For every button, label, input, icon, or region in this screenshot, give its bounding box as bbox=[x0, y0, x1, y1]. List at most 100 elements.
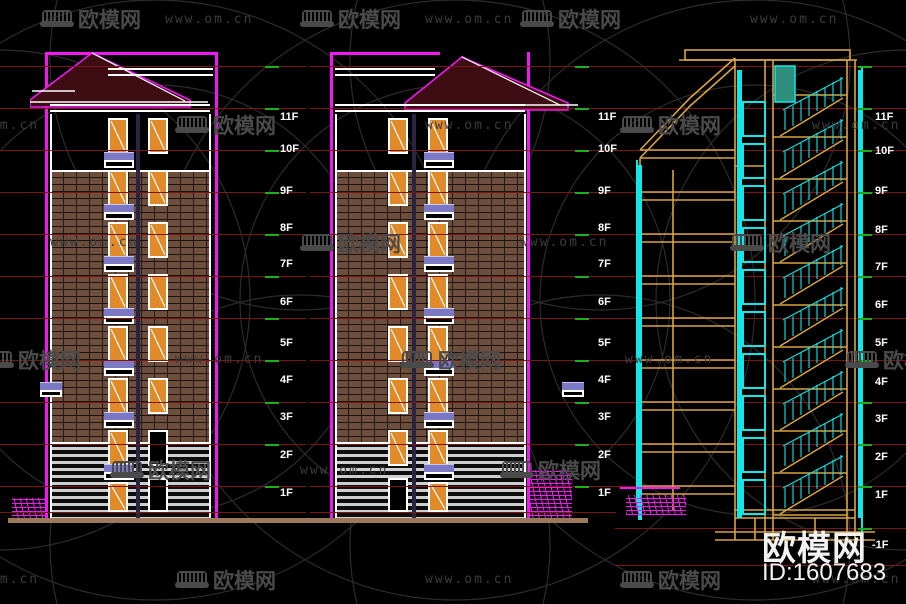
elevation-left-parapet bbox=[45, 52, 218, 55]
elevation-left-balcony-slab bbox=[104, 420, 134, 428]
elevation-middle-eave-2 bbox=[335, 110, 525, 112]
floor-label: 11F bbox=[280, 111, 299, 123]
elevation-left-window bbox=[108, 326, 128, 362]
watermark-brand-text: 欧模网 bbox=[558, 9, 621, 32]
elevation-left-outline-right bbox=[215, 52, 218, 522]
elevation-middle-window-frame bbox=[388, 478, 408, 512]
elevation-middle-window bbox=[388, 378, 408, 414]
floor-label: -1F bbox=[872, 539, 889, 551]
elevation-left-roof-ridge bbox=[108, 68, 213, 70]
elevation-left-window bbox=[108, 378, 128, 414]
elevation-left-balcony-slab bbox=[104, 160, 134, 168]
elevation-middle-window bbox=[388, 222, 408, 258]
sofa-logo-icon bbox=[40, 9, 74, 29]
elevation-left-window bbox=[148, 326, 168, 362]
elevation-left-window bbox=[108, 118, 128, 154]
elevation-left-brick-wall bbox=[50, 172, 210, 444]
elevation-left-band-line-1 bbox=[50, 170, 210, 172]
watermark-url: om.cn bbox=[0, 118, 40, 133]
floor-label: 10F bbox=[598, 143, 617, 155]
floor-label: 8F bbox=[280, 222, 293, 234]
elevation-left-pilaster bbox=[136, 114, 140, 520]
elevation-left-window-frame bbox=[148, 478, 168, 512]
elevation-left-entry-steps bbox=[12, 498, 48, 520]
floor-label: 7F bbox=[280, 258, 293, 270]
floor-label: 3F bbox=[598, 411, 611, 423]
floor-label: 5F bbox=[598, 337, 611, 349]
sofa-logo-icon bbox=[175, 570, 209, 590]
elevation-middle-wall-edge-right bbox=[524, 114, 526, 520]
elevation-left-window bbox=[108, 274, 128, 310]
section-wall-cyan-left bbox=[737, 70, 742, 518]
section-entry-steps bbox=[626, 495, 686, 515]
elevation-left-band-line-2 bbox=[50, 442, 210, 444]
elevation-left-window bbox=[148, 222, 168, 258]
watermark-brand: 欧模网 bbox=[300, 4, 401, 34]
floor-label: 1F bbox=[280, 487, 293, 499]
elevation-middle-window bbox=[428, 482, 448, 512]
watermark-brand: 欧模网 bbox=[175, 565, 276, 595]
sofa-logo-icon bbox=[300, 233, 334, 253]
elevation-middle-window bbox=[388, 326, 408, 362]
floor-label: 4F bbox=[875, 376, 888, 388]
elevation-left-window bbox=[108, 222, 128, 258]
elevation-left-side-balcony-slab bbox=[40, 390, 62, 397]
elevation-middle-window bbox=[428, 326, 448, 362]
floor-label: 3F bbox=[875, 413, 888, 425]
elevation-middle-roof bbox=[400, 55, 578, 111]
elevation-left-balcony-slab bbox=[104, 472, 134, 480]
floor-label: 10F bbox=[280, 143, 299, 155]
floor-label: 4F bbox=[280, 374, 293, 386]
elevation-middle-balcony-slab bbox=[424, 316, 454, 324]
elevation-middle-roof-ridge bbox=[335, 68, 435, 70]
elevation-middle-parapet bbox=[330, 52, 440, 55]
ground-line bbox=[8, 518, 588, 523]
floor-label: 7F bbox=[598, 258, 611, 270]
watermark-url: www.om.cn bbox=[520, 235, 609, 250]
elevation-left-outline-left bbox=[45, 52, 48, 522]
elevation-middle-window bbox=[388, 118, 408, 154]
floor-label: 7F bbox=[875, 261, 888, 273]
elevation-middle-window bbox=[428, 378, 448, 414]
floor-label: 11F bbox=[875, 111, 894, 123]
elevation-left-balcony-slab bbox=[104, 264, 134, 272]
elevation-middle-side-balcony-slab bbox=[562, 390, 584, 397]
floor-label: 3F bbox=[280, 411, 293, 423]
elevation-left-window bbox=[148, 274, 168, 310]
elevation-middle-balcony-slab bbox=[424, 212, 454, 220]
elevation-middle-window bbox=[428, 222, 448, 258]
elevation-middle-window bbox=[428, 170, 448, 206]
elevation-left-roof-ridge-2 bbox=[108, 74, 213, 76]
watermark-url: www.om.cn bbox=[165, 12, 254, 27]
elevation-left-window bbox=[148, 378, 168, 414]
floor-label: 2F bbox=[875, 451, 888, 463]
section-balcony-line bbox=[620, 487, 680, 489]
floor-label: 8F bbox=[598, 222, 611, 234]
sofa-logo-icon bbox=[175, 115, 209, 135]
elevation-middle-window bbox=[388, 274, 408, 310]
sofa-logo-icon bbox=[300, 9, 334, 29]
elevation-middle-entry-steps bbox=[527, 470, 572, 520]
elevation-left-eave-1 bbox=[50, 104, 210, 106]
elevation-middle-roof-ridge-2 bbox=[335, 74, 435, 76]
elevation-left-window-frame bbox=[148, 430, 168, 466]
elevation-left-base-wall bbox=[50, 444, 210, 520]
elevation-middle-outline-right bbox=[527, 52, 530, 522]
watermark-brand-text: 欧模网 bbox=[213, 570, 276, 593]
elevation-middle-balcony-slab bbox=[424, 264, 454, 272]
elevation-left-wall-edge-left bbox=[50, 114, 52, 520]
watermark-url: www.om.cn bbox=[750, 12, 839, 27]
elevation-left-balcony-slab bbox=[104, 212, 134, 220]
elevation-left-balcony-slab bbox=[104, 316, 134, 324]
elevation-left-window bbox=[108, 482, 128, 512]
floor-label: 6F bbox=[280, 296, 293, 308]
elevation-left-balcony-slab bbox=[104, 368, 134, 376]
floor-label: 9F bbox=[280, 185, 293, 197]
elevation-left-window bbox=[108, 170, 128, 206]
elevation-left-eave-2 bbox=[50, 110, 210, 112]
floor-label: 4F bbox=[598, 374, 611, 386]
watermark-brand-text: 欧模网 bbox=[338, 9, 401, 32]
floor-label: 5F bbox=[280, 337, 293, 349]
elevation-left-window bbox=[148, 118, 168, 154]
